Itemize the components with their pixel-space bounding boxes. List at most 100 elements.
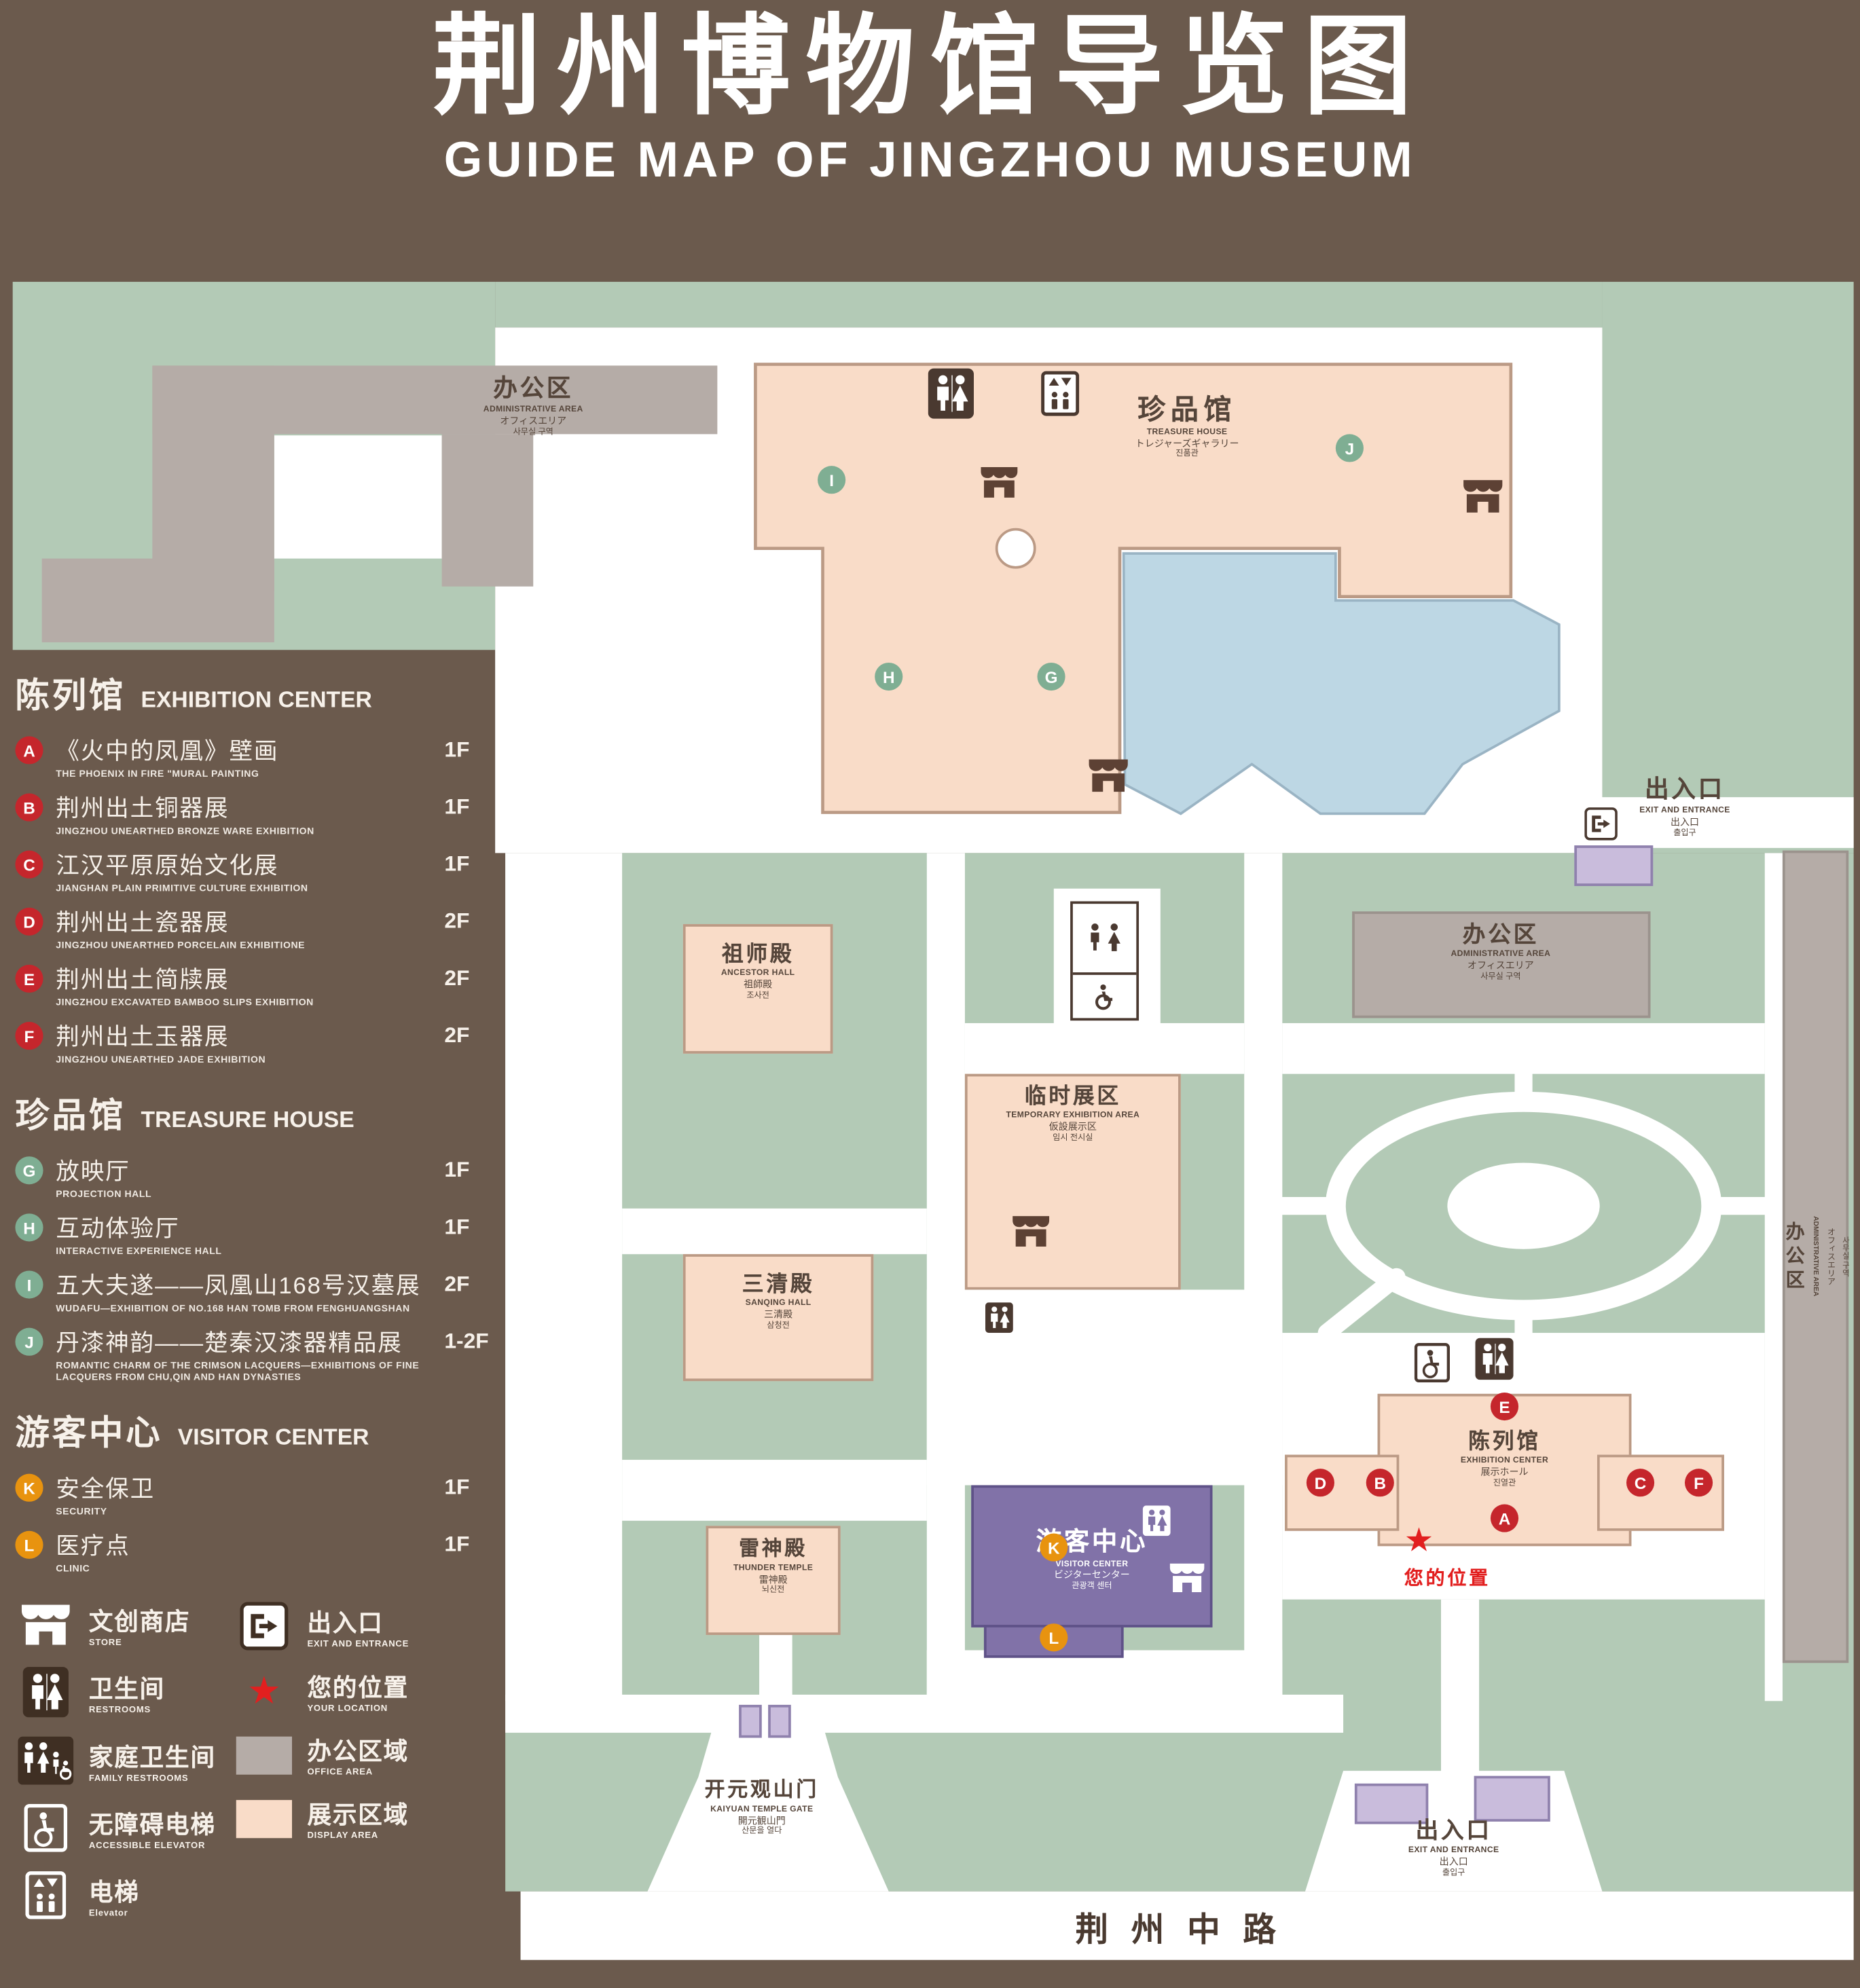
admin-nw-south-wing [41, 558, 274, 643]
your-location-text: 您的位置 [1404, 1567, 1491, 1589]
legend-section-visitor-center: 游客中心 VISITOR CENTER [15, 1414, 369, 1452]
admin-nw-west-wing [152, 365, 274, 592]
map-marker-e: E [1490, 1392, 1519, 1421]
legend-section-treasure-house: 珍品馆 TREASURE HOUSE [15, 1097, 354, 1135]
map-marker-h: H [875, 662, 903, 691]
path-to-gate [759, 1631, 792, 1701]
path-vertical-2 [1244, 853, 1283, 1701]
treasure-house-building [754, 363, 1513, 814]
path-to-south-exit [1441, 1599, 1480, 1778]
gate-post-right [768, 1704, 791, 1738]
restrooms-icon [1475, 1338, 1514, 1380]
sanqing-hall-building [682, 1254, 874, 1382]
store-icon [1463, 480, 1503, 513]
path-h-restroom [964, 1023, 1245, 1074]
thunder-temple-building [706, 1526, 841, 1636]
office-area-swatch [236, 1735, 293, 1774]
map-marker-g: G [1037, 662, 1065, 691]
admin-courtyard [274, 435, 442, 559]
poster-header: 荆州博物馆导览图 GUIDE MAP OF JINGZHOU MUSEUM [0, 7, 1860, 189]
lawn-north-strip [495, 282, 1603, 328]
path-below-visitor [926, 1650, 1283, 1701]
page-title: 荆州博物馆导览图 [432, 6, 1428, 128]
thunder-temple-label: 雷神殿 THUNDER TEMPLE 雷神殿 뇌신전 [733, 1538, 814, 1595]
restroom-figures-icon [1091, 923, 1120, 951]
legend-section-exhibition-center: 陈列馆 EXHIBITION CENTER [15, 676, 372, 715]
south-entrance-booth-left [1354, 1783, 1429, 1824]
path-vertical-1 [926, 853, 965, 1701]
temporary-exhibition-building [964, 1073, 1181, 1290]
store-icon [1169, 1563, 1205, 1592]
your-location-icon: ★ [247, 1670, 282, 1712]
lawn-northeast [1602, 282, 1854, 853]
road-name: 荆州中路 [1075, 1910, 1299, 1949]
east-entrance-booth [1574, 845, 1654, 886]
map-marker-j: J [1335, 434, 1364, 462]
elevator-icon [1041, 371, 1080, 416]
admin-east-label: 办公区 ADMINISTRATIVE AREA オフィスエリア 사무실 구역 [1783, 1216, 1848, 1297]
store-icon [21, 1604, 70, 1645]
restrooms-icon [928, 368, 974, 419]
accessible-elevator-icon [24, 1803, 68, 1852]
exhibition-center-label: 陈列馆 EXHIBITION CENTER 展示ホール 진열관 [1460, 1429, 1549, 1488]
accessible-cell [1073, 975, 1136, 1018]
store-icon [1089, 759, 1128, 792]
map-marker-f: F [1684, 1469, 1713, 1497]
sanqing-hall-label: 三清殿 SANQING HALL 三清殿 삼청전 [742, 1272, 815, 1330]
path-h-sanqing [622, 1460, 927, 1521]
your-location-star-icon: ★ [1404, 1520, 1434, 1559]
pond [1122, 552, 1561, 815]
gate-post-left [739, 1704, 762, 1738]
map-marker-k: K [1040, 1533, 1068, 1562]
page-subtitle: GUIDE MAP OF JINGZHOU MUSEUM [443, 132, 1417, 187]
restroom-cell [1072, 904, 1137, 975]
south-entrance-booth-right [1474, 1775, 1550, 1822]
path-east [1764, 853, 1783, 1701]
store-icon [1013, 1216, 1050, 1247]
map-marker-b: B [1366, 1469, 1394, 1497]
wheelchair-icon [1095, 984, 1113, 1010]
map-marker-i: I [818, 466, 846, 494]
admin-nw-mid-wing [441, 434, 534, 587]
display-area-swatch [236, 1799, 293, 1838]
south-exit-label: 出入口 EXIT AND ENTRANCE 出入口 출입구 [1408, 1818, 1499, 1877]
map-marker-d: D [1306, 1469, 1334, 1497]
round-plaza [995, 528, 1036, 569]
map-marker-c: C [1626, 1469, 1655, 1497]
treasure-house-label: 珍品馆 TREASURE HOUSE トレジャーズギャラリー 진품관 [1135, 393, 1239, 459]
accessible-elevator-icon [1414, 1343, 1451, 1383]
ancestor-hall-label: 祖师殿 ANCESTOR HALL 祖師殿 조사전 [721, 942, 795, 1000]
garden-paths [1273, 1065, 1774, 1342]
path-west [505, 853, 623, 1701]
gate-label: 开元观山门 KAIYUAN TEMPLE GATE 開元観山門 산문을 열다 [704, 1780, 819, 1837]
temporary-area-label: 临时展区 TEMPORARY EXHIBITION AREA 仮設展示区 임시 … [1006, 1084, 1140, 1142]
path-h-ancestor [622, 1208, 927, 1255]
path-south-band [505, 1694, 1344, 1733]
admin-east-building: 办公区 ADMINISTRATIVE AREA オフィスエリア 사무실 구역 [1782, 850, 1849, 1663]
admin-mid-building [1352, 911, 1651, 1018]
east-exit-label: 出入口 EXIT AND ENTRANCE 出入口 출입구 [1639, 777, 1730, 838]
visitor-center-building [971, 1485, 1213, 1627]
admin-nw-label: 办公区 ADMINISTRATIVE AREA オフィスエリア 사무실 구역 [483, 375, 583, 437]
